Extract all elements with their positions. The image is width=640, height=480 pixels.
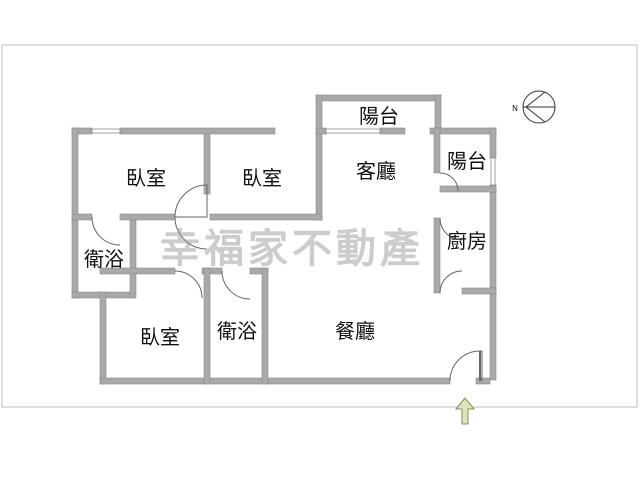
room-label-bedroom-1: 臥室 xyxy=(126,166,166,190)
room-label-bedroom-2: 臥室 xyxy=(242,166,282,190)
room-label-bathroom-1: 衛浴 xyxy=(84,247,124,271)
room-label-balcony-right: 陽台 xyxy=(447,149,487,173)
room-label-bedroom-3: 臥室 xyxy=(140,325,180,349)
up-arrow-icon xyxy=(454,397,476,425)
watermark: 幸福家不動產 xyxy=(160,226,424,272)
doors xyxy=(91,172,483,382)
room-label-dining-room: 餐廳 xyxy=(335,319,375,343)
room-label-bathroom-2: 衛浴 xyxy=(217,319,257,343)
room-label-living-room: 客廳 xyxy=(356,159,396,183)
compass-icon: N xyxy=(512,90,556,124)
room-label-kitchen: 廚房 xyxy=(447,229,487,253)
compass-letter: N xyxy=(512,104,518,113)
room-label-balcony-top: 陽台 xyxy=(359,104,399,128)
windows xyxy=(91,128,496,186)
plan-frame xyxy=(1,44,638,408)
